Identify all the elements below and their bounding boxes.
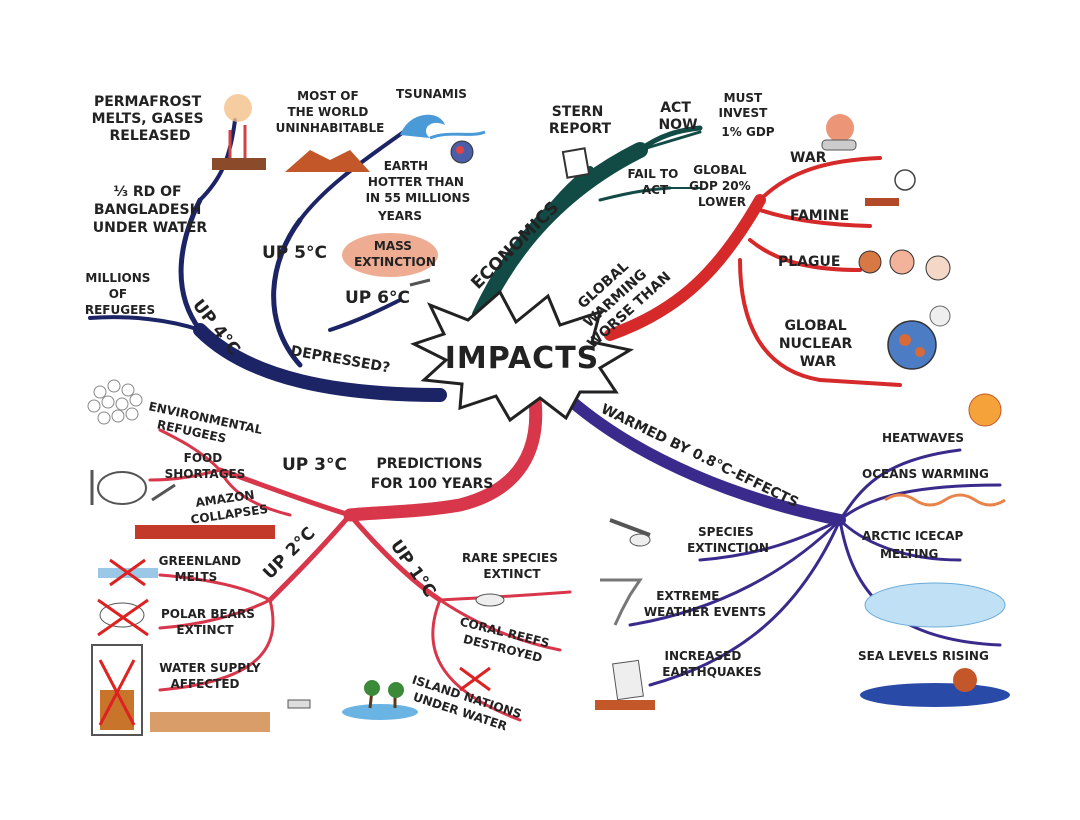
stern-report-label: STERN REPORT: [549, 104, 612, 137]
well-icon: [91, 644, 143, 736]
coral-reefs-label: CORAL REEFS DESTROYED: [454, 615, 554, 667]
earthquakes-label: INCREASED EARTHQUAKES: [662, 649, 761, 679]
war-label: WAR: [790, 150, 827, 166]
env-refugees-label: ENVIRONMENTAL REFUGEES: [144, 399, 268, 453]
predictions-branch-lines: [148, 393, 572, 722]
explosion-icon: [821, 114, 857, 151]
fire-icon: [342, 233, 438, 287]
greenland-label: GREENLAND MELTS: [159, 554, 246, 584]
coral-icon: [459, 666, 491, 692]
report-icon: [561, 147, 591, 179]
volcano-icon: [285, 150, 370, 172]
greenland-icon: [98, 558, 158, 587]
tap-icon: [150, 699, 311, 732]
uninhabitable-label: MOST OF THE WORLD UNINHABITABLE: [276, 89, 385, 135]
act-now-label: ACT NOW: [658, 100, 697, 133]
species-extinction-label: SPECIES EXTINCTION: [687, 525, 769, 555]
worse-than-branch-lines: [604, 156, 902, 387]
up3-label: UP 3°C: [282, 455, 347, 475]
predictions-labels: PREDICTIONS FOR 100 YEARS UP 3°C UP 2°C …: [144, 399, 562, 738]
up1-label: UP 1°C: [386, 536, 440, 601]
center-node: IMPACTS: [410, 289, 635, 423]
tsunamis-label: TSUNAMIS: [396, 87, 467, 101]
plate-icon: [90, 470, 176, 505]
sun-icon: [968, 393, 1002, 427]
hot-earth-icon: [450, 140, 474, 164]
globe-icon: [887, 305, 951, 370]
bangladesh-label: ⅓ RD OF BANGLADESH UNDER WATER: [93, 184, 208, 236]
sea-level-icon: [860, 668, 1010, 707]
fail-to-act-label: FAIL TO ACT: [628, 167, 683, 197]
mass-extinction-label: MASS EXTINCTION: [354, 239, 436, 269]
warmed-branch-lines: [564, 394, 1002, 687]
famine-label: FAMINE: [790, 208, 849, 224]
building-icon: [595, 659, 655, 710]
global-gdp-label: GLOBAL GDP 20% LOWER: [689, 163, 755, 209]
predictions-label: PREDICTIONS FOR 100 YEARS: [371, 456, 494, 492]
oceans-warming-label: OCEANS WARMING: [862, 467, 989, 481]
food-shortages-label: FOOD SHORTAGES: [165, 451, 246, 481]
tornado-icon: [600, 578, 643, 626]
plague-label: PLAGUE: [778, 254, 840, 270]
island-icon: [342, 680, 418, 720]
wave-icon: [400, 114, 486, 140]
economics-branch-lines: [472, 125, 703, 323]
refugees-dots-icon: [87, 379, 143, 425]
plague-faces-icon: [858, 249, 951, 281]
arctic-icecap-label: ARCTIC ICECAP MELTING: [862, 529, 968, 561]
hotter-label: EARTH HOTTER THAN IN 55 MILLIONS YEARS: [366, 159, 475, 223]
amazon-fire-icon: [135, 525, 275, 539]
icecap-icon: [864, 582, 1006, 628]
bones-icon: [475, 593, 505, 607]
nuclear-war-label: GLOBAL NUCLEAR WAR: [779, 318, 857, 370]
island-nations-label: ISLAND NATIONS UNDER WATER: [405, 673, 527, 738]
must-invest-label: MUST INVEST 1% GDP: [718, 91, 774, 139]
center-title: IMPACTS: [445, 341, 600, 376]
permafrost-icon: [212, 94, 266, 170]
ocean-waves-icon: [884, 493, 1006, 507]
up6-label: UP 6°C: [345, 288, 410, 308]
polar-bear-icon: [97, 598, 149, 637]
millions-refugees-label: MILLIONS OF REFUGEES: [85, 271, 155, 317]
heatwaves-label: HEATWAVES: [882, 431, 964, 445]
permafrost-label: PERMAFROST MELTS, GASES RELEASED: [92, 94, 209, 144]
warmed-label: WARMED BY 0.8°C-EFFECTS: [598, 401, 801, 511]
extreme-weather-label: EXTREME WEATHER EVENTS: [644, 589, 766, 619]
species-bones-icon: [609, 518, 651, 547]
amazon-label: AMAZON COLLAPSES: [188, 486, 269, 527]
skeleton-icon: [865, 169, 916, 206]
economics-label: ECONOMICS: [467, 198, 563, 294]
depressed-label: DEPRESSED?: [289, 343, 391, 376]
water-supply-label: WATER SUPPLY AFFECTED: [159, 661, 264, 691]
rare-species-label: RARE SPECIES EXTINCT: [462, 551, 562, 581]
decorations: [87, 94, 1010, 736]
sea-levels-label: SEA LEVELS RISING: [858, 649, 989, 663]
center-starburst: [410, 289, 635, 423]
polar-bears-label: POLAR BEARS EXTINCT: [161, 607, 259, 637]
up5-label: UP 5°C: [262, 243, 327, 263]
